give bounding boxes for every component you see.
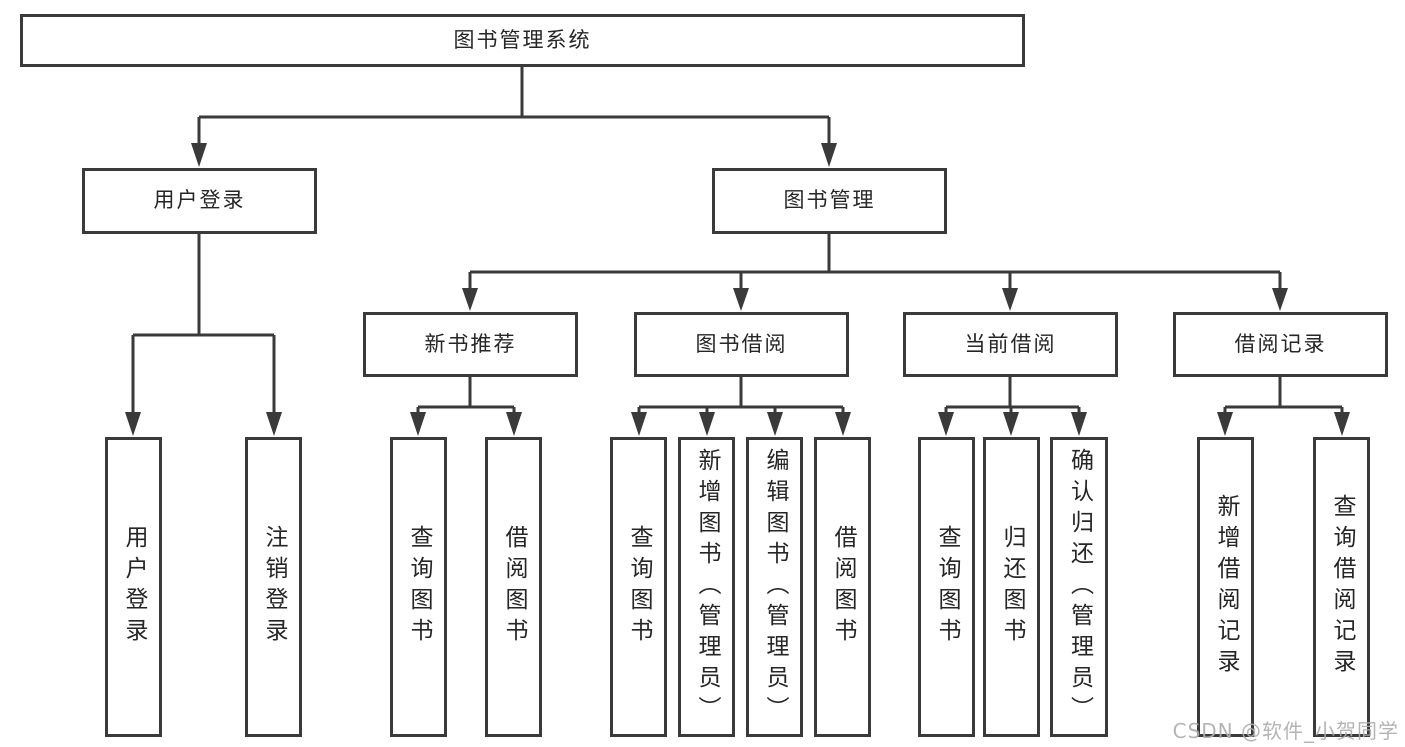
node-new-book-recommend: 新书推荐 <box>363 312 578 377</box>
leaf-borrow-books: 借阅图书 <box>814 437 871 737</box>
leaf-logout-login: 注销登录 <box>245 437 302 737</box>
leaf-borrow-books-recommend: 借阅图书 <box>485 437 542 737</box>
node-borrow-records: 借阅记录 <box>1173 312 1388 377</box>
arrowheads <box>125 143 1350 436</box>
leaf-user-login: 用户登录 <box>105 437 162 737</box>
leaf-query-books-current: 查询图书 <box>918 437 975 737</box>
node-user-login: 用户登录 <box>82 168 317 234</box>
leaf-query-borrow-record: 查询借阅记录 <box>1313 437 1370 737</box>
node-book-borrow: 图书借阅 <box>634 312 849 377</box>
leaf-add-books-admin: 新增图书（管理员） <box>678 437 735 737</box>
leaf-confirm-return-admin: 确认归还（管理员） <box>1050 437 1108 737</box>
leaf-query-books-borrow: 查询图书 <box>610 437 667 737</box>
leaf-edit-books-admin: 编辑图书（管理员） <box>746 437 803 737</box>
leaf-return-books: 归还图书 <box>983 437 1040 737</box>
leaf-add-borrow-record: 新增借阅记录 <box>1197 437 1254 737</box>
leaf-query-books-recommend: 查询图书 <box>390 437 447 737</box>
node-book-management: 图书管理 <box>712 168 947 234</box>
csdn-watermark: CSDN @软件_小贺同学 <box>1172 719 1399 743</box>
node-library-management-system: 图书管理系统 <box>20 14 1025 67</box>
node-current-borrow: 当前借阅 <box>903 312 1118 377</box>
